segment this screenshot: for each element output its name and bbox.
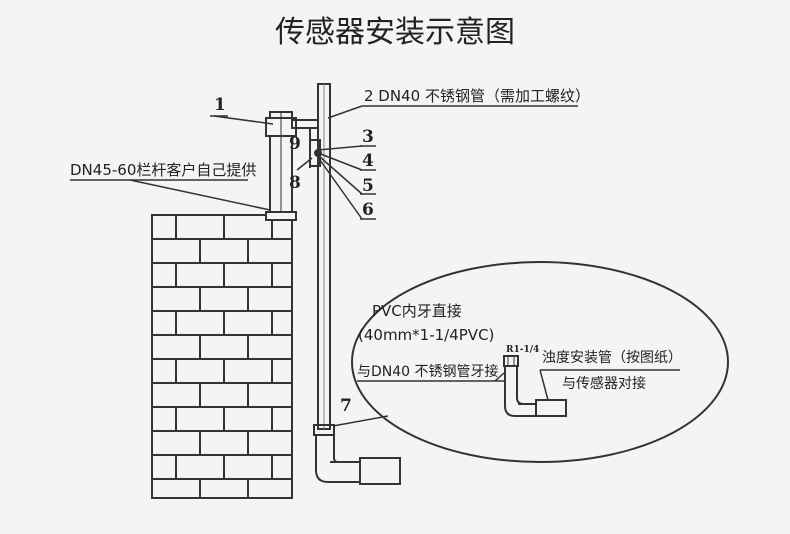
label-railing: DN45-60栏杆客户自己提供 <box>70 161 256 179</box>
leader-pvc <box>494 372 505 382</box>
callout-7: 8 <box>289 173 301 193</box>
label-pvc-line1: PVC内牙直接 <box>372 302 462 320</box>
leaders-3-6 <box>317 145 376 220</box>
leader-7 <box>296 157 313 171</box>
leader-sensor <box>539 369 549 401</box>
detail-callout-ellipse <box>351 261 729 463</box>
leader-9 <box>332 415 389 427</box>
stainless-pipe <box>317 83 331 430</box>
label-sensor-line2: 与传感器对接 <box>562 375 646 392</box>
callout-5: 5 <box>362 176 374 196</box>
callout-1: 1 <box>214 95 226 115</box>
callout-8: 9 <box>289 134 301 154</box>
callout-6: 6 <box>362 200 374 220</box>
label-pipe: 2 DN40 不锈钢管（需加工螺纹） <box>364 87 590 105</box>
pipe-elbow-sensor <box>313 424 401 485</box>
railing-post <box>265 111 297 221</box>
label-thread: R1-1/4 <box>506 345 539 355</box>
callout-4: 4 <box>362 151 374 171</box>
leader-railing <box>129 179 271 211</box>
label-pvc-line2: (40mm*1-1/4PVC) <box>358 326 494 344</box>
label-pvc-line3: 与DN40 不锈钢管牙接 <box>357 363 499 380</box>
leader-1 <box>213 115 274 125</box>
label-sensor-line1: 浊度安装管（按图纸） <box>542 350 682 366</box>
callout-3: 3 <box>362 127 374 147</box>
callout-9: 7 <box>340 396 352 416</box>
leader-pipe <box>327 105 363 119</box>
diagram-title: 传感器安装示意图 <box>275 15 515 50</box>
brick-wall <box>151 214 293 499</box>
detail-pipe-assembly <box>503 355 567 417</box>
